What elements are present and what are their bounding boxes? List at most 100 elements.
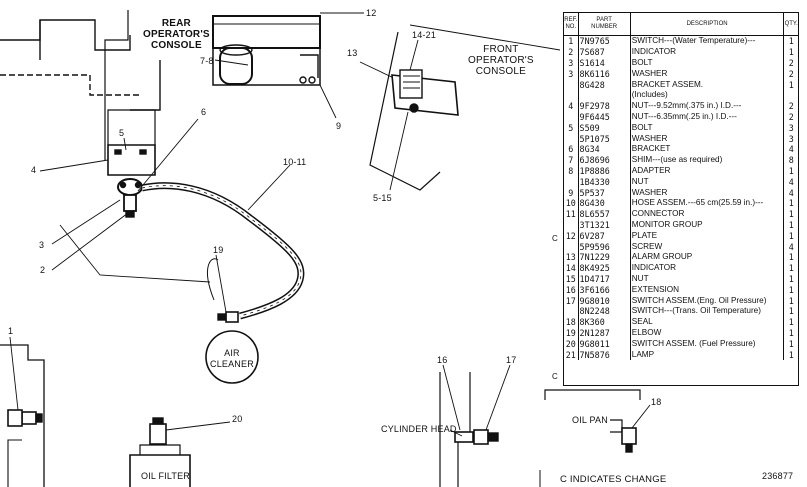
cell-qty: 1 xyxy=(788,306,794,317)
cell-part: 8L6557 xyxy=(578,208,631,220)
callout-17: 17 xyxy=(506,355,517,365)
cell-desc: NUT xyxy=(630,273,785,285)
cell-part: 9G8011 xyxy=(578,338,631,350)
callout-16: 16 xyxy=(437,355,448,365)
cell-ref xyxy=(564,89,579,101)
cell-part: 9F2978 xyxy=(578,100,631,112)
cell-qty: 1 xyxy=(788,317,794,328)
cell-qty: 3 xyxy=(788,122,794,133)
cell-ref: 5 xyxy=(564,122,579,134)
cell-part: 5P1075 xyxy=(578,133,631,144)
cell-ref: 15 xyxy=(564,273,579,285)
cell-ref: 6 xyxy=(564,143,579,155)
cell-desc: WASHER xyxy=(630,187,785,198)
cell-desc: NUT---9.52mm(.375 in.) I.D.--- xyxy=(630,100,785,112)
cell-qty: 1 xyxy=(788,295,794,306)
cell-part: 7S687 xyxy=(578,46,631,58)
cell-qty: 4 xyxy=(788,176,794,187)
header-ref: REF. NO. xyxy=(564,13,579,36)
cell-part: 8N2248 xyxy=(578,305,631,317)
cell-desc: ALARM GROUP xyxy=(630,251,785,263)
cell-qty: 1 xyxy=(788,79,794,90)
cell-part: S509 xyxy=(578,122,631,134)
cell-part: 9G8010 xyxy=(578,295,631,306)
cell-desc: SCREW xyxy=(630,241,785,252)
cell-desc: WASHER xyxy=(630,133,785,144)
cell-part: 8K360 xyxy=(578,316,631,328)
cylinder-head-label: CYLINDER HEAD xyxy=(381,424,457,434)
cell-qty xyxy=(784,90,798,101)
cell-part: 7N1229 xyxy=(578,251,631,263)
cell-part: 8K6116 xyxy=(578,68,631,80)
cell-part: 1P8886 xyxy=(578,165,631,177)
callout-6: 6 xyxy=(201,107,207,117)
change-note: C INDICATES CHANGE xyxy=(560,474,667,485)
oil-filter-label: OIL FILTER xyxy=(141,471,191,481)
cell-ref: 8 xyxy=(564,165,579,177)
cell-part: 5P9596 xyxy=(578,241,631,252)
cell-desc: SWITCH---(Trans. Oil Temperature) xyxy=(630,305,785,317)
cell-qty: 1 xyxy=(788,349,794,360)
cell-part: S1614 xyxy=(578,57,631,69)
cell-qty: 1 xyxy=(788,209,794,220)
cell-part: 2N1287 xyxy=(578,327,631,339)
cell-desc: BOLT xyxy=(630,57,785,69)
table-header-row: REF. NO. PART NUMBER DESCRIPTION QTY. xyxy=(564,13,798,36)
cell-qty: 1 xyxy=(788,36,794,47)
cell-part: 6V287 xyxy=(578,230,631,242)
cell-qty: 1 xyxy=(788,327,794,338)
cell-ref: 10 xyxy=(564,197,579,209)
cell-ref: 13 xyxy=(564,251,579,263)
cell-ref: 14 xyxy=(564,262,579,274)
cell-part: 8G34 xyxy=(578,143,631,155)
cell-ref: 9 xyxy=(564,187,579,198)
header-part: PART NUMBER xyxy=(578,13,631,36)
cell-qty: 3 xyxy=(788,133,794,144)
callout-19: 19 xyxy=(213,245,224,255)
table-row: (Includes) xyxy=(564,89,798,101)
cell-ref xyxy=(564,79,579,90)
cell-part: 5P537 xyxy=(578,187,631,198)
cell-part xyxy=(578,89,631,101)
cell-ref: 3 xyxy=(564,68,579,80)
cell-qty: 1 xyxy=(788,338,794,349)
cell-part: 8G428 xyxy=(578,79,631,90)
cell-qty: 1 xyxy=(788,165,794,176)
cell-desc: (Includes) xyxy=(630,89,785,101)
cell-ref: 18 xyxy=(564,316,579,328)
cell-qty: 1 xyxy=(788,230,794,241)
cell-desc: NUT---6.35mm(.25 in.) I.D.--- xyxy=(630,111,785,123)
callout-12: 12 xyxy=(366,8,377,18)
cell-part: 7N5876 xyxy=(578,349,631,360)
cell-qty: 1 xyxy=(788,219,794,230)
cell-part: 1B4330 xyxy=(578,176,631,188)
header-qty: QTY. xyxy=(783,13,798,36)
change-flag: C xyxy=(552,233,558,243)
callout-20: 20 xyxy=(232,414,243,424)
callout-18: 18 xyxy=(651,397,662,407)
callout-10-11: 10-11 xyxy=(283,157,307,167)
callout-9: 9 xyxy=(336,121,342,131)
callout-2: 2 xyxy=(40,265,46,275)
air-cleaner-label: AIR CLEANER xyxy=(210,348,254,369)
callout-5-15: 5-15 xyxy=(373,193,392,203)
cell-desc: LAMP xyxy=(630,349,785,360)
cell-ref xyxy=(564,133,579,144)
cell-desc: WASHER xyxy=(630,68,785,80)
